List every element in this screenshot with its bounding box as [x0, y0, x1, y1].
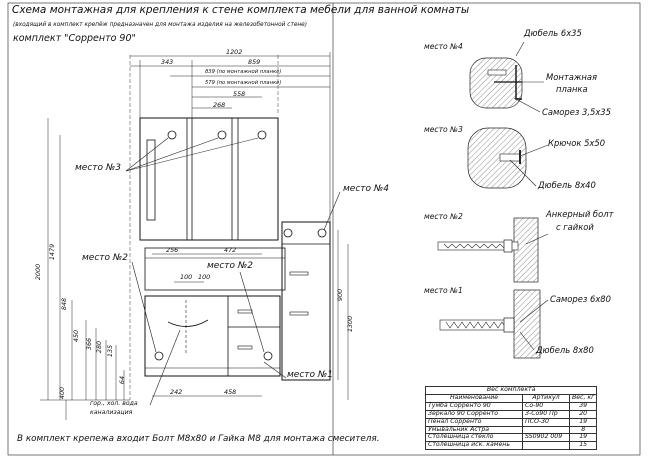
- dim-558: 558: [233, 90, 246, 98]
- cell-article: SS0902 009: [522, 433, 570, 443]
- dim-242: 242: [170, 388, 183, 396]
- callout-place-2-right: место №2: [207, 261, 253, 271]
- kit-label: комплект "Сорренто 90": [13, 33, 136, 44]
- dim-458: 458: [224, 388, 237, 396]
- detail-3: [467, 127, 549, 189]
- table-row: Столешница иск. камень 15: [425, 441, 598, 451]
- dim-256: 256: [166, 246, 179, 254]
- dim-839: 839 (по монтажной планке): [205, 69, 282, 75]
- callout-sewer: канализация: [90, 409, 133, 416]
- weight-table: Вес комплекта Наименование Артикул Вес, …: [424, 386, 598, 451]
- cell-weight: 19: [568, 417, 598, 427]
- footer-note: В комплект крепежа входит Болт М8х80 и Г…: [17, 434, 380, 444]
- dim-280: 280: [95, 340, 104, 354]
- detail-4-plate-1: Монтажная: [546, 72, 598, 82]
- detail-1-screw: Саморез 6х80: [550, 294, 611, 304]
- cell-article: ПСО-30: [522, 417, 570, 427]
- vanity-unit: [144, 247, 286, 377]
- dim-1479: 1479: [48, 243, 57, 261]
- dim-900: 900: [336, 288, 345, 302]
- detail-2-anchor-1: Анкерный болт: [546, 209, 614, 219]
- detail-2-label: место №2: [424, 212, 463, 221]
- detail-3-hook: Крючок 5х50: [548, 138, 606, 148]
- cell-name: Столешница иск. камень: [425, 441, 523, 451]
- dim-859: 859: [248, 58, 261, 66]
- dim-400: 400: [58, 386, 67, 400]
- callout-place-1: место №1: [287, 370, 333, 380]
- sheet-frame: [7, 2, 641, 456]
- dim-366: 366: [85, 337, 94, 351]
- detail-4-plate-2: планка: [556, 84, 588, 94]
- dim-579: 579 (по монтажной планке): [205, 80, 282, 86]
- detail-4-label: место №4: [424, 42, 463, 51]
- cell-weight: 15: [568, 441, 598, 451]
- dim-343: 343: [161, 58, 174, 66]
- cell-name: Зеркало 90 Сорренто: [425, 409, 523, 419]
- cell-article: З-Со90 Пр: [522, 409, 570, 419]
- detail-3-dowel: Дюбель 8х40: [538, 180, 596, 190]
- cell-article: [522, 441, 570, 451]
- pencil-cabinet: [281, 221, 331, 381]
- detail-4-dowel: Дюбель 6х35: [524, 28, 582, 38]
- detail-4: [469, 41, 544, 113]
- cell-weight: 20: [568, 409, 598, 419]
- detail-2: [437, 217, 549, 283]
- callout-water: гор., хол. вода: [90, 400, 138, 407]
- detail-1-label: место №1: [424, 286, 463, 295]
- dim-135: 135: [106, 344, 115, 358]
- detail-1: [439, 289, 549, 359]
- dim-268: 268: [213, 101, 226, 109]
- dim-64: 64: [118, 375, 127, 385]
- detail-2-anchor-2: с гайкой: [556, 222, 594, 232]
- diagram-subtitle: (входящий в комплект крепёж предназначен…: [13, 22, 308, 28]
- callout-place-4: место №4: [343, 184, 389, 194]
- dim-450: 450: [72, 329, 81, 343]
- dim-100-left: 100: [180, 273, 193, 281]
- dimension-lines: [40, 52, 349, 420]
- leader-lines: [125, 137, 341, 406]
- dim-848: 848: [60, 297, 69, 311]
- diagram-title: Схема монтажная для крепления к стене ко…: [12, 4, 470, 16]
- detail-4-screw: Саморез 3,5х35: [542, 107, 611, 117]
- callout-place-2-left: место №2: [82, 253, 128, 263]
- dim-1202: 1202: [226, 48, 243, 56]
- dim-1300: 1300: [346, 315, 355, 333]
- detail-1-dowel: Дюбель 8х80: [536, 345, 594, 355]
- detail-3-label: место №3: [424, 125, 463, 134]
- dim-100-right: 100: [198, 273, 211, 281]
- callout-place-3: место №3: [75, 163, 121, 173]
- cell-name: Пенал Сорренто: [425, 417, 523, 427]
- dim-472: 472: [224, 246, 237, 254]
- dim-2000: 2000: [34, 263, 43, 281]
- mirror-cabinet: [139, 117, 279, 241]
